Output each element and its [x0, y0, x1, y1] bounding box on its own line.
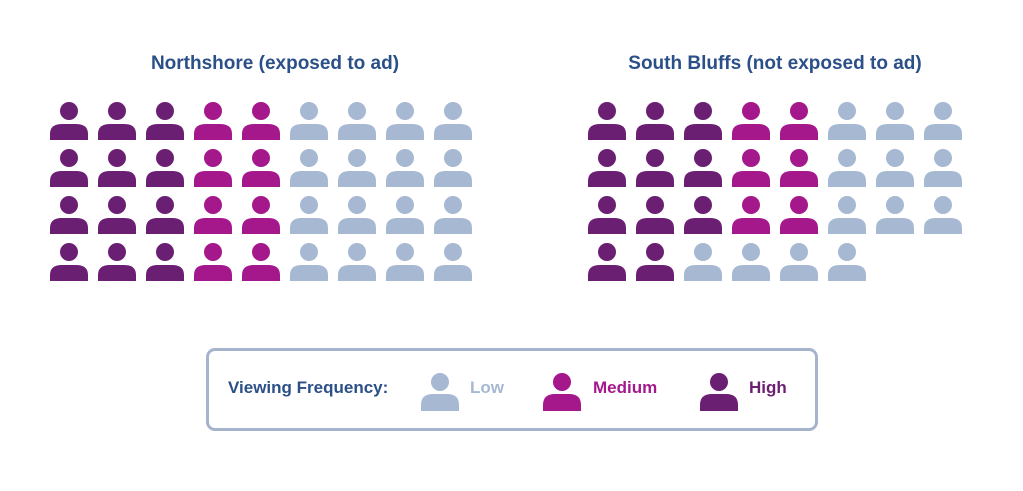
legend-high-person-icon [700, 373, 738, 411]
person-icon-high [684, 196, 722, 234]
person-icon-high [146, 102, 184, 140]
person-icon-low [828, 243, 866, 281]
person-icon-low [338, 196, 376, 234]
person-icon-high [98, 196, 136, 234]
person-icon-low [434, 243, 472, 281]
person-icon-high [146, 243, 184, 281]
legend-box [206, 348, 818, 431]
person-icon-high [684, 102, 722, 140]
person-icon-high [588, 243, 626, 281]
south-bluffs-title: South Bluffs (not exposed to ad) [628, 53, 922, 74]
person-icon-low [290, 196, 328, 234]
legend-high-label: High [749, 378, 787, 397]
person-icon-high [684, 149, 722, 187]
person-icon-low [924, 196, 962, 234]
person-icon-high [146, 196, 184, 234]
person-icon-high [50, 102, 88, 140]
person-icon-high [636, 149, 674, 187]
person-icon-medium [242, 149, 280, 187]
person-icon-medium [194, 196, 232, 234]
person-icon-low [876, 102, 914, 140]
person-icon-high [588, 196, 626, 234]
person-icon-low [386, 196, 424, 234]
person-icon-low [290, 102, 328, 140]
person-icon-high [146, 149, 184, 187]
person-icon-low [434, 196, 472, 234]
person-icon-medium [732, 149, 770, 187]
person-icon-low [338, 102, 376, 140]
person-icon-low [732, 243, 770, 281]
person-icon-low [338, 243, 376, 281]
person-icon-low [924, 149, 962, 187]
person-icon-low [290, 243, 328, 281]
person-icon-high [50, 149, 88, 187]
person-icon-high [98, 243, 136, 281]
person-icon-medium [194, 243, 232, 281]
person-icon-medium [732, 102, 770, 140]
legend-low-person-icon [421, 373, 459, 411]
person-icon-low [876, 196, 914, 234]
person-icon-medium [194, 149, 232, 187]
person-icon-low [434, 102, 472, 140]
legend-label: Viewing Frequency: [228, 378, 389, 397]
person-icon-low [684, 243, 722, 281]
person-icon-high [636, 102, 674, 140]
person-icon-low [780, 243, 818, 281]
person-icon-low [386, 243, 424, 281]
person-icon-high [98, 102, 136, 140]
person-icon-medium [242, 102, 280, 140]
person-icon-high [588, 149, 626, 187]
person-icon-medium [780, 149, 818, 187]
person-icon-low [386, 149, 424, 187]
person-icon-low [828, 196, 866, 234]
legend-medium-label: Medium [593, 378, 658, 397]
person-icon-high [636, 196, 674, 234]
legend-low-label: Low [470, 378, 504, 397]
person-icon-high [588, 102, 626, 140]
person-icon-low [434, 149, 472, 187]
northshore-title: Northshore (exposed to ad) [150, 53, 400, 74]
person-icon-medium [242, 243, 280, 281]
legend-medium-person-icon [543, 373, 581, 411]
person-icon-low [876, 149, 914, 187]
person-icon-low [924, 102, 962, 140]
person-icon-medium [780, 196, 818, 234]
person-icon-medium [194, 102, 232, 140]
person-icon-low [386, 102, 424, 140]
person-icon-high [50, 196, 88, 234]
person-icon-low [290, 149, 328, 187]
person-icon-high [50, 243, 88, 281]
person-icon-medium [242, 196, 280, 234]
person-icon-medium [732, 196, 770, 234]
person-icon-low [338, 149, 376, 187]
person-icon-low [828, 102, 866, 140]
person-icon-high [636, 243, 674, 281]
person-icon-low [828, 149, 866, 187]
person-icon-high [98, 149, 136, 187]
person-icon-medium [780, 102, 818, 140]
